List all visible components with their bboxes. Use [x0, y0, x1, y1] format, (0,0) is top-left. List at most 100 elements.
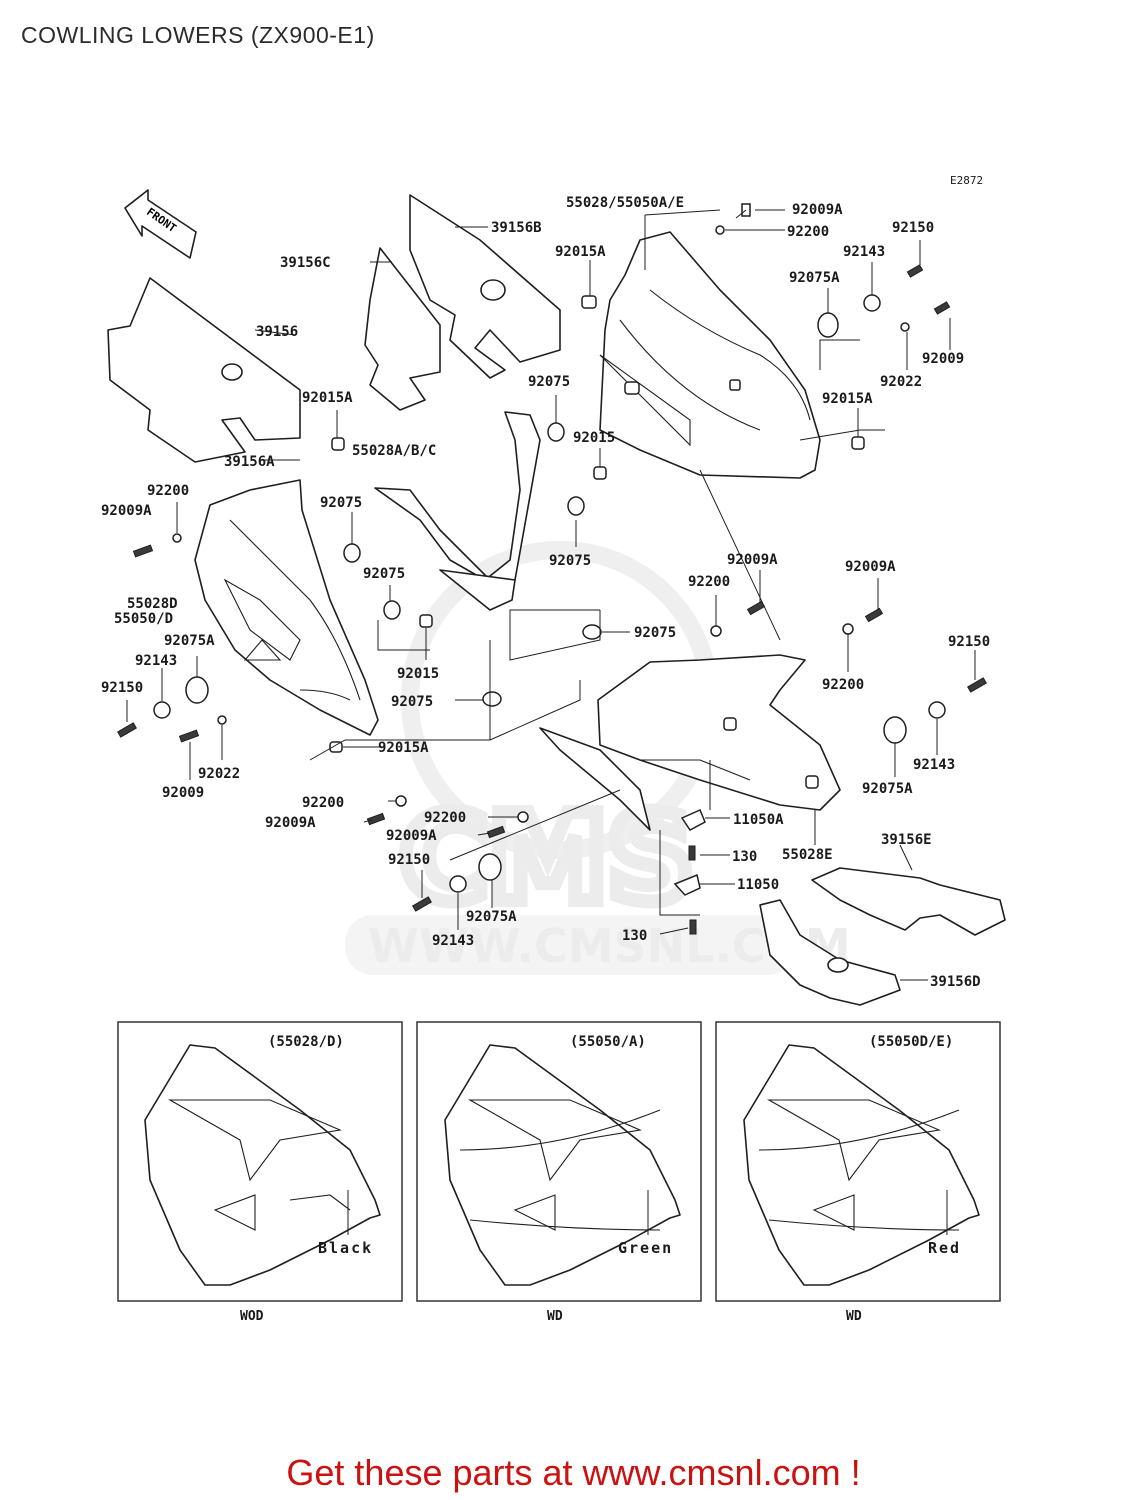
part-label: 92009A [386, 828, 437, 844]
cowling-lower-55028e [539, 654, 841, 831]
part-label: 39156B [491, 220, 542, 236]
variant-color: Black [318, 1239, 373, 1257]
part-label: 92015 [397, 666, 439, 682]
bolt-icon [967, 677, 987, 693]
part-label: 92150 [892, 220, 934, 236]
washer-icon [517, 811, 529, 823]
part-label: 55028/55050A/E [566, 195, 684, 211]
washer-icon [710, 625, 722, 637]
bolt-icon [735, 203, 751, 219]
part-label: 39156D [930, 974, 981, 990]
part-label: 92075 [363, 566, 405, 582]
part-label: 92075 [391, 694, 433, 710]
part-label: 92200 [424, 810, 466, 826]
washer-icon [900, 322, 910, 332]
variant-title: (55028/D) [268, 1034, 344, 1050]
part-label: 39156 [256, 324, 298, 340]
grommet-icon [624, 381, 640, 395]
center-panel-55028abc [374, 411, 541, 611]
part-label: 55028A/B/C [352, 443, 436, 459]
part-label: 92200 [147, 483, 189, 499]
bolt-icon [412, 896, 432, 912]
part-label: 92009A [265, 815, 316, 831]
page-title: COWLING LOWERS (ZX900-E1) [21, 22, 375, 48]
part-label: 92015A [822, 391, 873, 407]
variant-box-1: (55028/D) Black WOD [117, 1021, 403, 1324]
collar-icon [449, 875, 467, 893]
variant-color: Red [928, 1239, 961, 1257]
grommet-icon [723, 717, 737, 731]
part-label: 92200 [822, 677, 864, 693]
part-label: 92075A [164, 633, 215, 649]
bolt-icon [864, 607, 884, 623]
bolt-icon [366, 812, 386, 826]
part-label: 92075 [549, 553, 591, 569]
part-label: 92143 [432, 933, 474, 949]
part-label: 92009A [845, 559, 896, 575]
grommet-icon [883, 716, 907, 744]
part-label: 92022 [198, 766, 240, 782]
grommet-icon [593, 466, 607, 480]
washer-icon [715, 225, 725, 235]
grommet-icon [419, 614, 433, 628]
grommet-icon [329, 741, 343, 753]
part-label: 92150 [388, 852, 430, 868]
footer-link[interactable]: Get these parts at www.cmsnl.com ! [286, 1452, 861, 1493]
part-label: 92200 [688, 574, 730, 590]
part-label: 130 [622, 928, 647, 944]
part-label: 92075 [634, 625, 676, 641]
inner-cover-39156d [759, 899, 901, 1006]
bolt-icon [688, 845, 696, 861]
variant-box-2: (55050/A) Green WD [416, 1021, 702, 1324]
part-label: 92009 [922, 351, 964, 367]
part-label: 92075A [466, 909, 517, 925]
svg-text:CMS: CMS [400, 790, 694, 929]
part-label: 55028E [782, 847, 833, 863]
washer-icon [217, 715, 227, 725]
variant-color: Green [618, 1239, 673, 1257]
part-label: 39156E [881, 832, 932, 848]
bolt-icon [906, 264, 924, 278]
variant-code: WD [547, 1309, 563, 1324]
grommet-icon [729, 379, 741, 391]
inner-cover-39156c [364, 247, 441, 411]
bolt-icon [746, 600, 766, 616]
grommet-icon [805, 775, 819, 789]
part-label: 55050/D [114, 611, 173, 627]
inner-cover-39156b [409, 194, 561, 379]
part-label: 39156C [280, 255, 331, 271]
grommet-icon [383, 600, 401, 620]
grommet-icon [331, 437, 345, 451]
part-label: 92075 [528, 374, 570, 390]
part-label: 92015A [302, 390, 353, 406]
part-label: 92015A [555, 244, 606, 260]
part-label: 92143 [913, 757, 955, 773]
collar-icon [153, 701, 171, 719]
bolt-icon [486, 825, 506, 839]
grommet-icon [185, 676, 209, 704]
part-label: 92143 [135, 653, 177, 669]
variant-code: WOD [240, 1309, 264, 1324]
ref-code: E2872 [950, 174, 983, 187]
grommet-icon [343, 543, 361, 563]
grommet-icon [482, 691, 502, 707]
variant-code: WD [846, 1309, 862, 1324]
part-label: 39156A [224, 454, 275, 470]
bracket-icon [673, 873, 701, 896]
exploded-parts-diagram: CMS WWW.CMSNL.COM E2872 FRONT [101, 174, 1006, 1324]
grommet-icon [582, 624, 602, 640]
part-label: 92200 [302, 795, 344, 811]
inner-cover-39156 [107, 277, 301, 463]
grommet-icon [817, 312, 839, 338]
bolt-icon [132, 544, 154, 558]
part-label: 92075A [862, 781, 913, 797]
front-arrow-icon: FRONT [124, 189, 197, 259]
variant-title: (55050D/E) [869, 1034, 953, 1050]
cowling-left-55028d [194, 479, 379, 736]
bolt-icon [689, 919, 697, 935]
part-label: 92143 [843, 244, 885, 260]
part-label: 92022 [880, 374, 922, 390]
variant-title: (55050/A) [570, 1034, 646, 1050]
grommet-icon [581, 295, 597, 309]
part-labels: 39156B 39156C 39156 39156A 55028/55050A/… [101, 195, 990, 990]
